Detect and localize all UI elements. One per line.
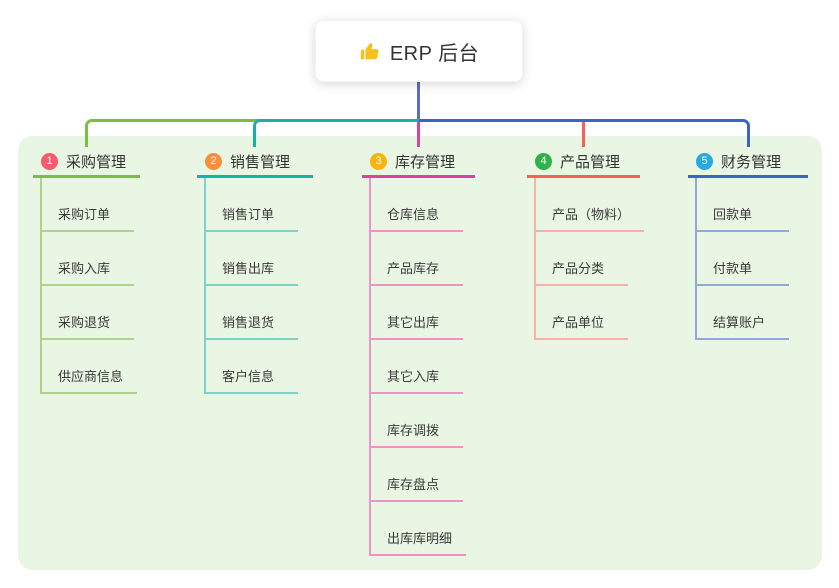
- branch-number-badge: 1: [41, 152, 58, 170]
- branch-topic-label: 库存管理: [395, 153, 456, 171]
- sub-topic[interactable]: 仓库信息: [371, 178, 463, 232]
- branch3-connector-line: [417, 122, 420, 147]
- sub-topic[interactable]: 供应商信息: [42, 340, 138, 394]
- sub-topic[interactable]: 销售订单: [206, 178, 298, 232]
- branch-topic-3[interactable]: 3 库存管理: [362, 147, 475, 178]
- sub-topic[interactable]: 客户信息: [206, 340, 298, 394]
- branch-number-badge: 4: [535, 152, 552, 170]
- branch-topic-label: 财务管理: [721, 153, 782, 171]
- branch-topic-5[interactable]: 5 财务管理: [688, 147, 808, 178]
- branch-children: 产品（物料） 产品分类 产品单位: [534, 178, 645, 340]
- branch-children: 销售订单 销售出库 销售退货 客户信息: [204, 178, 298, 394]
- sub-topic[interactable]: 付款单: [697, 232, 789, 286]
- branch-number-badge: 3: [370, 152, 387, 170]
- branch2-connector-line: [253, 119, 419, 147]
- sub-topic[interactable]: 采购退货: [42, 286, 134, 340]
- branch5-connector-line: [419, 119, 750, 147]
- sub-topic[interactable]: 产品库存: [371, 232, 463, 286]
- branch-children: 仓库信息 产品库存 其它出库 其它入库 库存调拨 库存盘点 出库库明细: [369, 178, 467, 556]
- sub-topic[interactable]: 产品分类: [536, 232, 628, 286]
- branch-topic-1[interactable]: 1 采购管理: [33, 147, 140, 178]
- thumbs-up-icon: [359, 40, 381, 62]
- branch-children: 采购订单 采购入库 采购退货 供应商信息: [40, 178, 138, 394]
- branch-number-badge: 2: [205, 152, 222, 170]
- sub-topic[interactable]: 其它入库: [371, 340, 463, 394]
- sub-topic[interactable]: 库存调拨: [371, 394, 463, 448]
- branch-topic-label: 采购管理: [66, 153, 127, 171]
- sub-topic[interactable]: 采购订单: [42, 178, 134, 232]
- sub-topic[interactable]: 其它出库: [371, 286, 463, 340]
- sub-topic[interactable]: 库存盘点: [371, 448, 463, 502]
- branch1-connector-line: [85, 119, 419, 147]
- sub-topic[interactable]: 采购入库: [42, 232, 134, 286]
- branches-panel: [18, 136, 822, 570]
- sub-topic[interactable]: 产品单位: [536, 286, 628, 340]
- root-node-label: ERP 后台: [389, 42, 480, 65]
- sub-topic[interactable]: 销售出库: [206, 232, 298, 286]
- sub-topic[interactable]: 结算账户: [697, 286, 789, 340]
- sub-topic[interactable]: 产品（物料）: [536, 178, 645, 232]
- sub-topic[interactable]: 回款单: [697, 178, 789, 232]
- branch-topic-label: 产品管理: [560, 153, 621, 171]
- root-node-erp[interactable]: ERP 后台: [315, 20, 523, 82]
- sub-topic[interactable]: 销售退货: [206, 286, 298, 340]
- branch-children: 回款单 付款单 结算账户: [695, 178, 789, 340]
- branch-topic-2[interactable]: 2 销售管理: [197, 147, 313, 178]
- branch-topic-label: 销售管理: [230, 153, 291, 171]
- branch-number-badge: 5: [696, 152, 713, 170]
- sub-topic[interactable]: 出库库明细: [371, 502, 467, 556]
- root-connector-line: [417, 81, 420, 122]
- branch-topic-4[interactable]: 4 产品管理: [527, 147, 640, 178]
- branch4-connector-line: [582, 122, 585, 147]
